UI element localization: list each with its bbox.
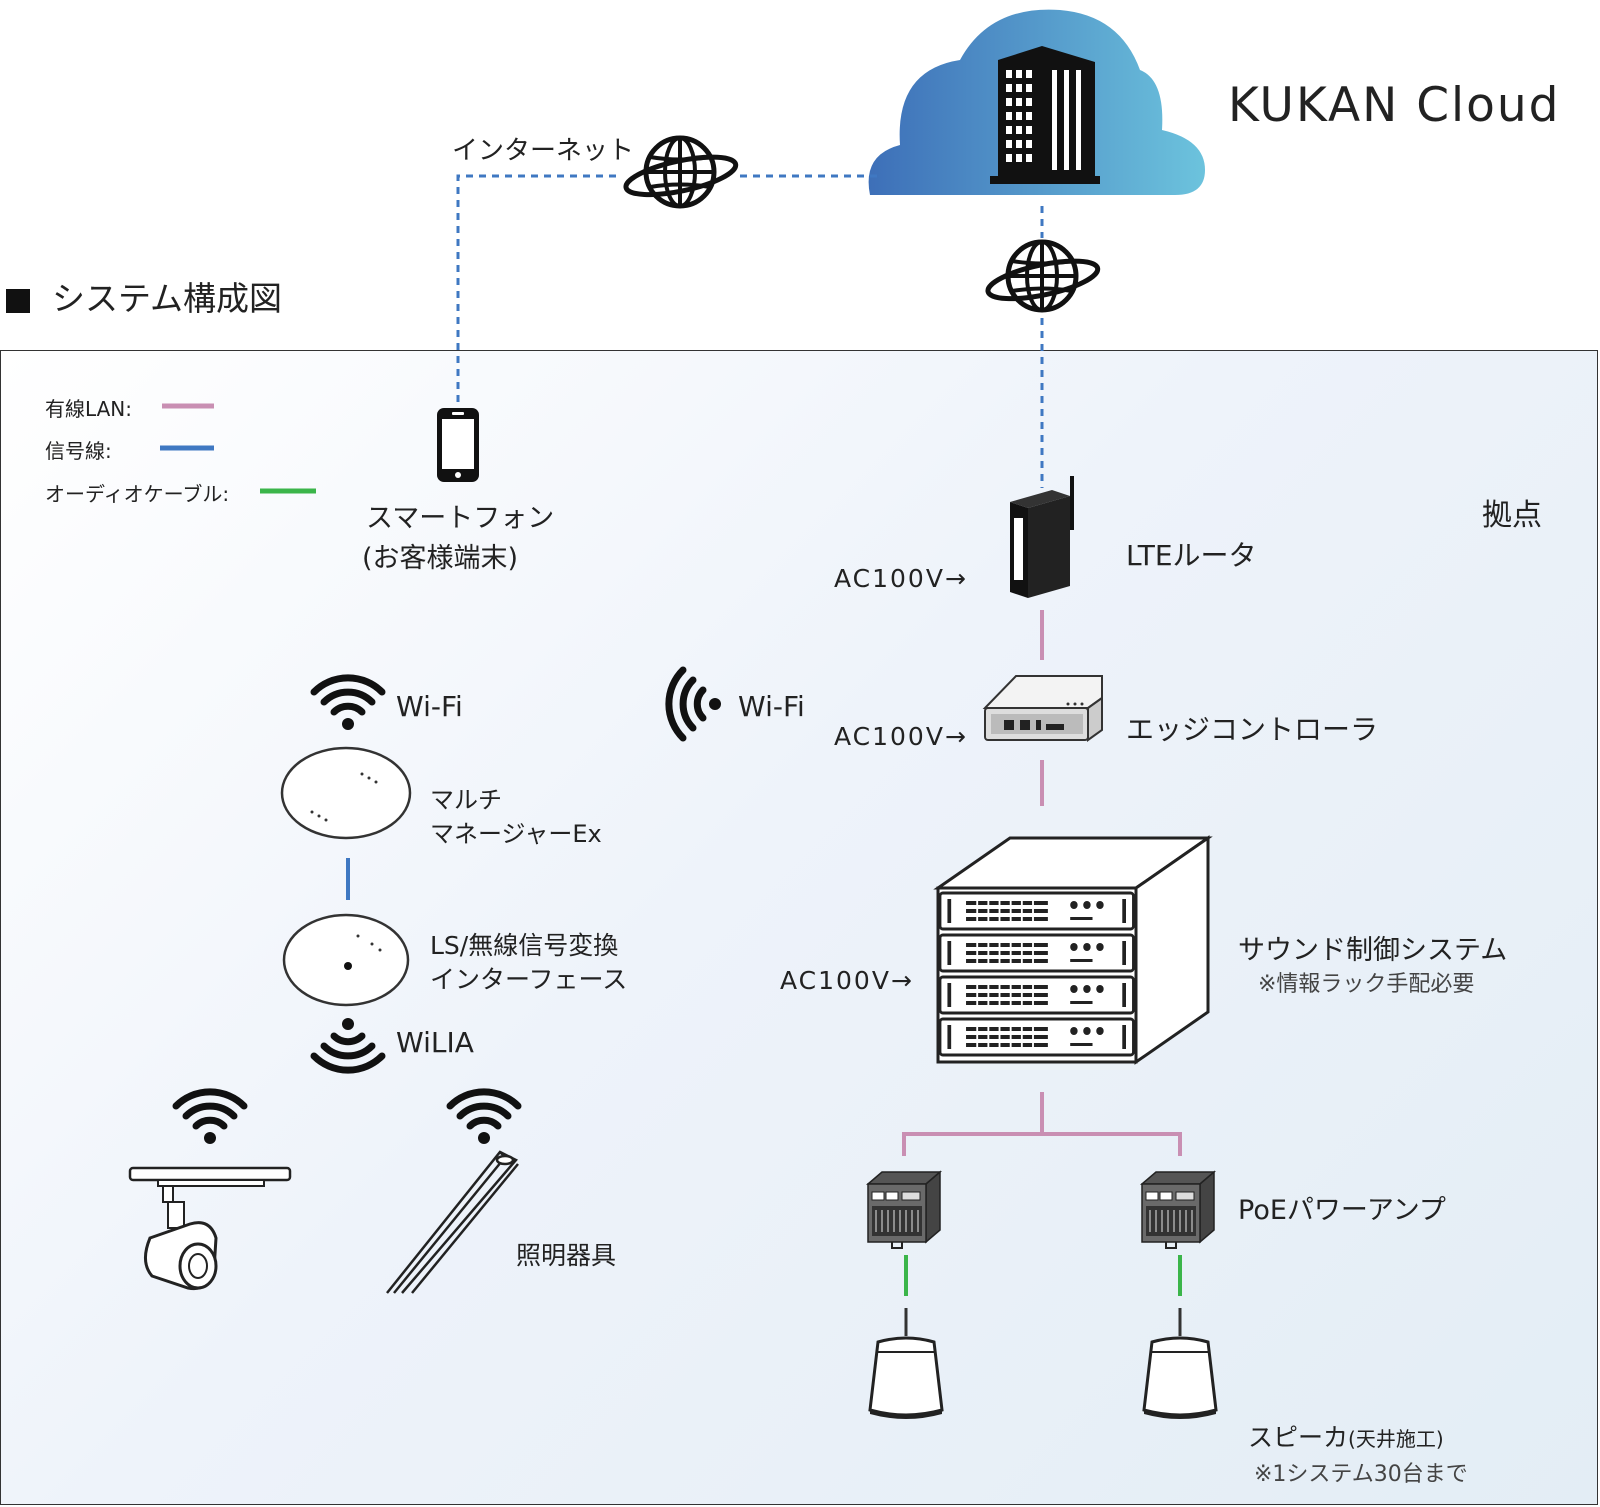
poe-amp-icon [867, 1171, 941, 1249]
wifi-icon [450, 1092, 518, 1144]
speaker-icon [1142, 1306, 1218, 1421]
smartphone-label: スマートフォン [366, 503, 555, 534]
lighting-label: 照明器具 [516, 1241, 617, 1270]
spotlight-icon [128, 1166, 292, 1291]
multi-manager-label: マルチ [430, 786, 502, 814]
speaker-note: ※1システム30台まで [1254, 1462, 1468, 1487]
wifi-label: Wi-Fi [396, 690, 463, 723]
multi-manager-icon [280, 746, 412, 840]
wilia-signal-icon [314, 1018, 382, 1070]
internet-label: インターネット [452, 136, 635, 166]
building-icon [990, 46, 1100, 184]
edge-controller-icon [982, 675, 1103, 742]
section-title: システム構成図 [6, 272, 282, 320]
sound-system-label: サウンド制御システム [1238, 935, 1508, 966]
sound-control-rack-icon [933, 835, 1213, 1065]
globe-icon [985, 242, 1101, 310]
sound-system-note: ※情報ラック手配必要 [1258, 972, 1475, 997]
section-title-text: システム構成図 [52, 279, 283, 318]
smartphone-sublabel: (お客様端末) [362, 543, 519, 574]
lte-router-icon [1010, 476, 1074, 598]
sound-system-power: AC100V→ [780, 966, 914, 995]
lte-router-power: AC100V→ [834, 564, 968, 593]
linear-light-fixture-icon [386, 1150, 519, 1294]
legend-wired-lan-label: 有線LAN: [45, 397, 132, 421]
ls-interface-icon [282, 913, 410, 1007]
site-area [0, 350, 1598, 1505]
wifi-icon [176, 1092, 244, 1144]
cloud-label: KUKAN Cloud [1228, 78, 1561, 133]
speaker-label-text: スピーカ [1248, 1423, 1349, 1452]
wired-lan-lines [902, 610, 1182, 1156]
site-label: 拠点 [1482, 498, 1542, 533]
ls-interface-label-2: インターフェース [430, 965, 628, 994]
wifi-label-right: Wi-Fi [738, 690, 805, 723]
smartphone-icon [437, 408, 479, 482]
poe-amp-label: PoEパワーアンプ [1238, 1195, 1446, 1226]
audio-cables [904, 1255, 1182, 1296]
internet-dashed-links [456, 174, 1044, 488]
wifi-icon [669, 670, 721, 738]
globe-icon [623, 138, 739, 206]
ls-interface-label: LS/無線信号変換 [430, 931, 619, 960]
speaker-icon [868, 1306, 944, 1421]
square-bullet-icon [6, 288, 30, 313]
poe-amp-icon [1141, 1171, 1215, 1249]
multi-manager-label-2: マネージャーEx [430, 820, 602, 848]
wifi-icon [314, 678, 382, 730]
legend-audio-cable-label: オーディオケーブル: [45, 482, 230, 506]
legend-signal-line-label: 信号線: [45, 439, 112, 463]
edge-controller-power: AC100V→ [834, 722, 968, 751]
edge-controller-label: エッジコントローラ [1126, 713, 1379, 746]
speaker-label: スピーカ(天井施工) [1248, 1418, 1444, 1454]
lte-router-label: LTEルータ [1126, 539, 1257, 572]
wilia-label: WiLIA [396, 1026, 474, 1059]
speaker-label-suffix: (天井施工) [1348, 1427, 1444, 1451]
